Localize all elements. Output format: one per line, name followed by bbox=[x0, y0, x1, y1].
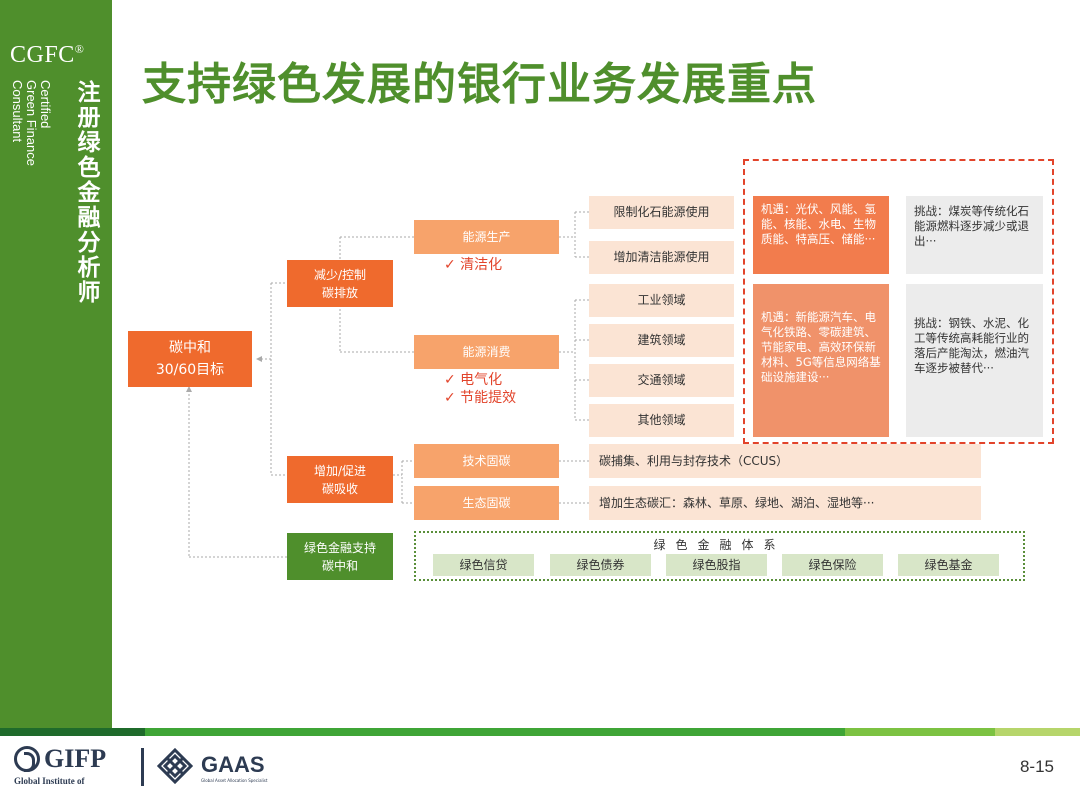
logo-divider bbox=[141, 748, 144, 786]
eco-sink-description: 增加生态碳汇：森林、草原、绿地、湖泊、湿地等··· bbox=[589, 486, 981, 520]
connector-lines bbox=[186, 211, 589, 558]
cgfc-logo: CGFC® bbox=[10, 42, 84, 69]
en-line-1: Certified bbox=[38, 80, 53, 129]
reduce-line-2: 碳排放 bbox=[321, 285, 358, 300]
gifp-name: GIFP bbox=[44, 744, 107, 773]
energy-opportunity: 机遇：光伏、风能、氢能、核能、水电、生物质能、特高压、储能··· bbox=[753, 196, 889, 274]
en-line-2: Green Finance bbox=[24, 80, 39, 166]
industry-sector: 工业领域 bbox=[589, 284, 734, 317]
en-line-3: Consultant bbox=[10, 80, 25, 143]
registered-mark: ® bbox=[74, 42, 85, 56]
increase-line-1: 增加/促进 bbox=[313, 463, 367, 478]
gaas-subtitle: Global Asset Allocation Specialist bbox=[201, 778, 268, 783]
brand-sidebar: CGFC® Certified Green Finance Consultant… bbox=[0, 0, 112, 728]
page-number: 8-15 bbox=[1019, 757, 1054, 776]
energy-consumption: 能源消费 bbox=[414, 335, 559, 369]
energy-challenge: 挑战：煤炭等传统化石能源燃料逐步减少或退出··· bbox=[906, 196, 1043, 274]
other-sector: 其他领域 bbox=[589, 404, 734, 437]
root-line-1: 碳中和 bbox=[169, 340, 211, 356]
green-finance-support: 绿色金融支持 碳中和 bbox=[287, 533, 393, 580]
root-line-2: 30/60目标 bbox=[155, 362, 225, 378]
footer-color-bar bbox=[0, 728, 1080, 736]
consumption-opportunity: 机遇：新能源汽车、电气化铁路、零碳建筑、节能家电、高效环保新材料、5G等信息网络… bbox=[753, 284, 889, 437]
energy-production: 能源生产 bbox=[414, 220, 559, 254]
gifp-mark-icon bbox=[14, 746, 40, 772]
carbon-neutral-diagram: 碳中和 30/60目标 减少/控制 碳排放 增加/促进 碳吸收 绿色金融支持 碳… bbox=[128, 159, 1054, 581]
green-bonds: 绿色债券 bbox=[550, 554, 651, 576]
green-insurance: 绿色保险 bbox=[782, 554, 883, 576]
green-credit: 绿色信贷 bbox=[433, 554, 534, 576]
green-stock-index: 绿色股指 bbox=[666, 554, 767, 576]
certification-chinese: 注册绿色金融分析师 bbox=[73, 80, 99, 305]
gifp-subtitle: Global Institute of bbox=[14, 776, 85, 786]
support-line-1: 绿色金融支持 bbox=[303, 540, 376, 555]
reduce-emissions: 减少/控制 碳排放 bbox=[287, 260, 393, 307]
electrify-check: ✓ 电气化 bbox=[444, 372, 503, 388]
green-fund: 绿色基金 bbox=[898, 554, 999, 576]
carbon-neutral-goal: 碳中和 30/60目标 bbox=[128, 331, 252, 387]
support-line-2: 碳中和 bbox=[321, 558, 358, 573]
increase-line-2: 碳吸收 bbox=[321, 481, 358, 496]
ccus-description: 碳捕集、利用与封存技术（CCUS） bbox=[589, 444, 981, 478]
increase-clean-energy: 增加清洁能源使用 bbox=[589, 241, 734, 274]
green-finance-system-frame bbox=[414, 531, 1025, 581]
limit-fossil-energy: 限制化石能源使用 bbox=[589, 196, 734, 229]
gifp-logo: GIFP Global Institute of bbox=[14, 744, 132, 788]
gaas-logo: GAAS Global Asset Allocation Specialist bbox=[155, 744, 285, 788]
tech-carbon-sink: 技术固碳 bbox=[414, 444, 559, 478]
opportunity-challenge-frame bbox=[743, 159, 1054, 444]
gaas-name: GAAS bbox=[201, 752, 265, 777]
clean-check: ✓ 清洁化 bbox=[444, 257, 503, 273]
efficiency-check: ✓ 节能提效 bbox=[444, 390, 517, 406]
cgfc-text: CGFC bbox=[10, 42, 75, 68]
gaas-knot-icon bbox=[157, 748, 193, 784]
certification-english: Certified Green Finance Consultant bbox=[10, 80, 53, 190]
consumption-challenge: 挑战：钢铁、水泥、化工等传统高耗能行业的落后产能淘汰，燃油汽车逐步被替代··· bbox=[906, 284, 1043, 437]
eco-carbon-sink: 生态固碳 bbox=[414, 486, 559, 520]
building-sector: 建筑领域 bbox=[589, 324, 734, 357]
transport-sector: 交通领域 bbox=[589, 364, 734, 397]
reduce-line-1: 减少/控制 bbox=[313, 267, 367, 282]
green-finance-system-title: 绿色金融体系 bbox=[653, 538, 786, 552]
page-title: 支持绿色发展的银行业务发展重点 bbox=[142, 59, 817, 110]
increase-absorption: 增加/促进 碳吸收 bbox=[287, 456, 393, 503]
